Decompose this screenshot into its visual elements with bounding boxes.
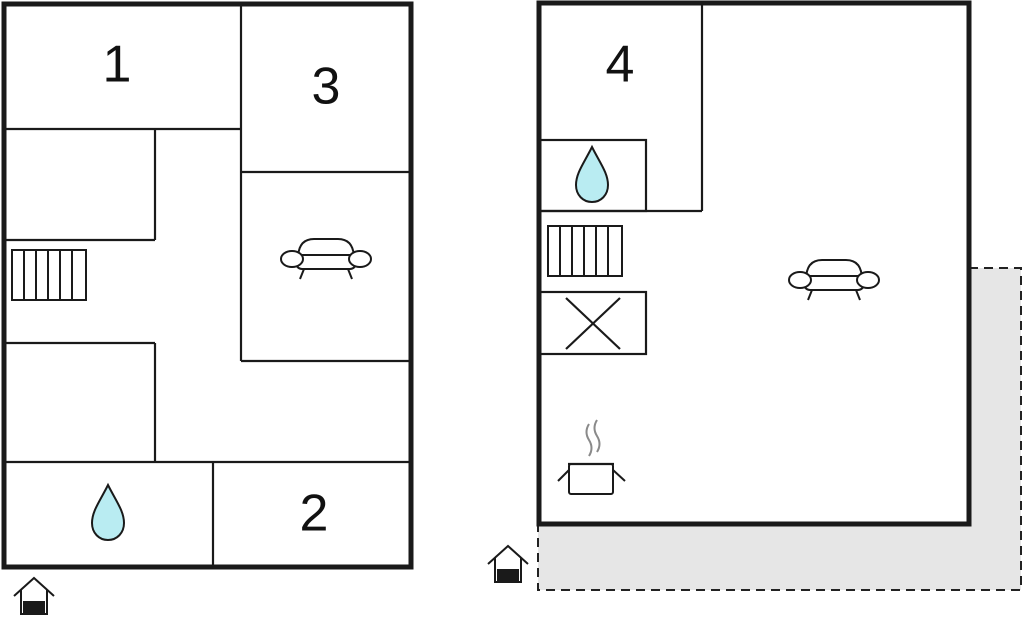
sofa-icon	[280, 238, 372, 280]
room-label-4: 4	[606, 36, 635, 94]
kitchen-pot-icon	[557, 419, 626, 495]
entrance-house-icon	[487, 545, 529, 583]
ground-floor-outer-wall	[1, 1, 414, 570]
stairs-icon	[11, 249, 87, 301]
bathroom-drop-icon	[91, 484, 125, 541]
interior-walls	[4, 4, 411, 567]
terrace-area	[537, 267, 1022, 591]
bathroom-drop-icon	[575, 146, 609, 203]
ground-floor-plan: 1 2 3	[1, 1, 414, 615]
sofa-icon	[788, 259, 880, 301]
room-label-2: 2	[300, 485, 329, 543]
room-label-1: 1	[103, 36, 132, 94]
room-label-3: 3	[312, 58, 341, 116]
upper-floor-plan: 4	[487, 0, 1022, 591]
upper-floor-outer-wall	[536, 0, 972, 527]
stairs-icon	[547, 225, 623, 277]
entrance-house-icon	[13, 577, 55, 615]
